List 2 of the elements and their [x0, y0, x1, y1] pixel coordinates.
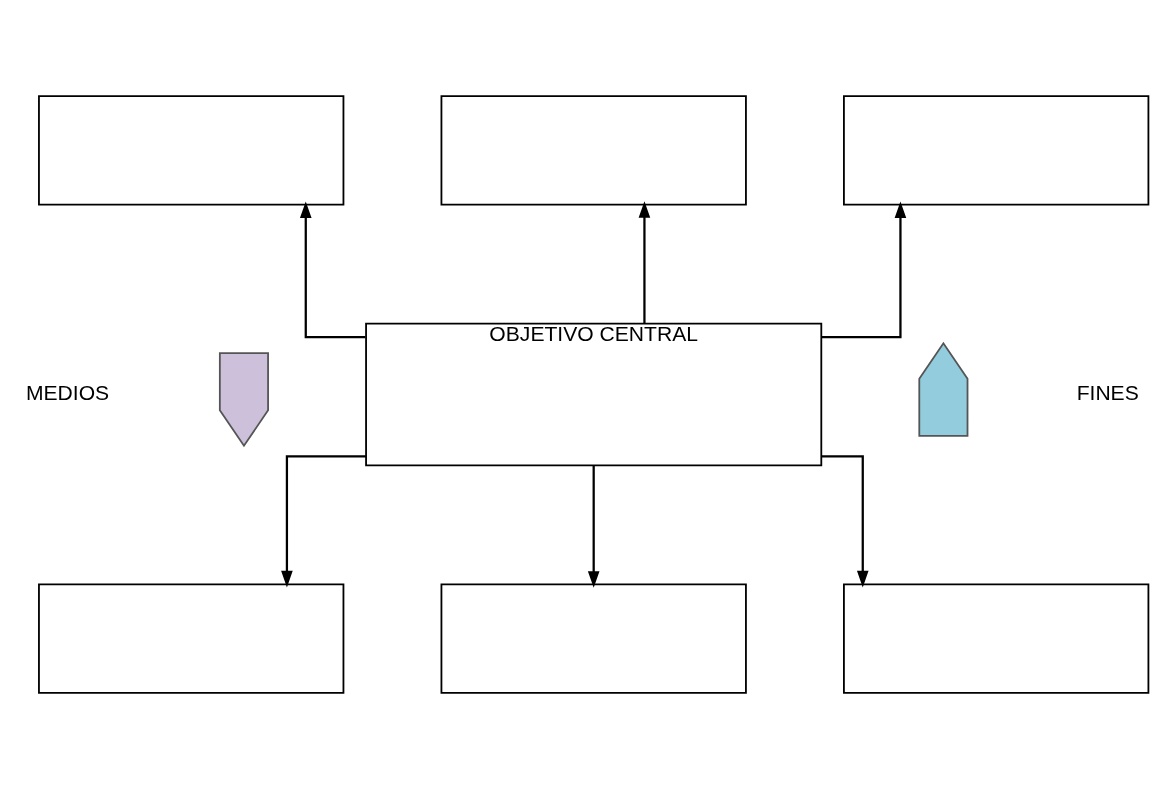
label: FINES — [1076, 381, 1139, 405]
label: MEDIOS — [25, 381, 110, 405]
